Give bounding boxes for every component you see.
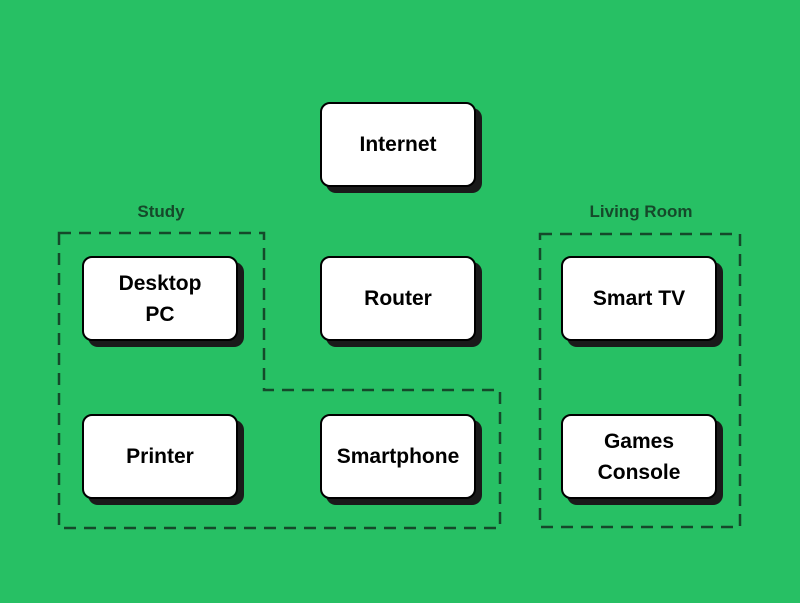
internet-node: Internet (320, 102, 476, 187)
study-group-boundary (57, 231, 502, 530)
smartphone-node: Smartphone (320, 414, 476, 499)
desktop-pc-node: Desktop PC (82, 256, 238, 341)
printer-node: Printer (82, 414, 238, 499)
living-room-group-label: Living Room (589, 202, 693, 221)
smart-tv-node-label: Smart TV (592, 287, 686, 310)
router-node: Router (320, 256, 476, 341)
smart-tv-node: Smart TV (561, 256, 717, 341)
living-room-group-boundary (538, 232, 742, 529)
games-console-node: Games Console (561, 414, 717, 499)
desktop-pc-node-label: Desktop PC (118, 271, 202, 326)
internet-node-label: Internet (359, 133, 437, 156)
study-group-label: Study (137, 202, 185, 221)
router-node-label: Router (364, 287, 432, 310)
smartphone-node-label: Smartphone (336, 445, 460, 468)
printer-node-label: Printer (126, 445, 194, 468)
games-console-node-label: Games Console (597, 429, 681, 484)
